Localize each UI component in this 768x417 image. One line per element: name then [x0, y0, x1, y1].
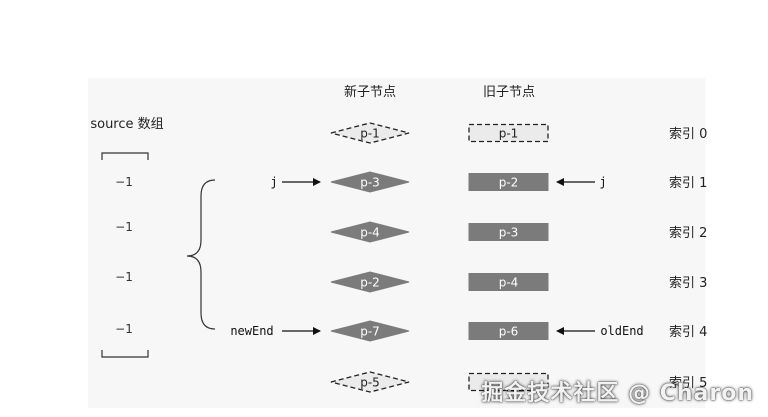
- new-node-p-5: p-5: [330, 371, 410, 393]
- source-value: −1: [115, 220, 133, 234]
- node-rect-shape: [468, 223, 549, 241]
- node-diamond-shape: [330, 221, 410, 243]
- new-nodes-column: p-1 p-3 p-4 p-2 p-7 p-5: [330, 122, 410, 393]
- old-node-p-6: p-6: [468, 322, 549, 340]
- j-left-label: j: [270, 175, 277, 189]
- watermark: 掘金技术社区 @ Charon: [481, 381, 754, 406]
- node-label: p-2: [499, 176, 519, 190]
- new-node-p-3: p-3: [330, 171, 410, 193]
- source-array-header: source 数组: [90, 117, 163, 132]
- node-rect-shape: [468, 123, 549, 143]
- old-node-p-1: p-1: [468, 123, 549, 143]
- node-diamond-shape: [330, 171, 410, 193]
- new-node-p-1: p-1: [330, 122, 410, 144]
- source-value: −1: [115, 175, 133, 189]
- old-end-label: oldEnd: [600, 324, 643, 338]
- source-value: −1: [115, 322, 133, 336]
- node-rect-shape: [468, 322, 549, 340]
- node-rect-shape: [468, 372, 549, 392]
- node-diamond-shape: [330, 320, 410, 342]
- source-value: −1: [115, 270, 133, 284]
- node-label: p-4: [499, 276, 519, 290]
- source-values: −1 −1 −1 −1: [115, 175, 133, 336]
- node-label: p-6: [499, 325, 519, 339]
- index-label: 索引 4: [669, 325, 707, 340]
- old-nodes-column: p-1 p-2 p-3 p-4 p-6: [468, 123, 549, 392]
- old-node-p-2: p-2: [468, 173, 549, 191]
- node-label: p-7: [360, 325, 380, 339]
- old-node-p-3: p-3: [468, 223, 549, 241]
- node-label: p-5: [360, 376, 380, 390]
- index-label: 索引 2: [669, 226, 707, 241]
- new-node-p-7: p-7: [330, 320, 410, 342]
- index-labels-column: 索引 0 索引 1 索引 2 索引 3 索引 4 索引 5: [669, 127, 707, 391]
- node-label: p-3: [360, 176, 380, 190]
- index-label: 索引 0: [669, 127, 707, 142]
- range-brace: [186, 179, 216, 330]
- node-rect-shape: [468, 273, 549, 291]
- j-right-label: j: [599, 175, 606, 189]
- node-label: p-1: [499, 127, 519, 141]
- new-node-p-2: p-2: [330, 271, 410, 293]
- node-label: p-2: [360, 276, 380, 290]
- index-label: 索引 1: [669, 176, 707, 191]
- new-children-header: 新子节点: [344, 84, 396, 100]
- node-diamond-shape: [330, 122, 410, 144]
- index-label: 索引 5: [669, 376, 707, 391]
- old-node-p-4: p-4: [468, 273, 549, 291]
- source-bracket-bottom: [101, 350, 149, 358]
- node-rect-shape: [468, 173, 549, 191]
- node-label: p-1: [360, 127, 380, 141]
- new-end-label: newEnd: [230, 324, 273, 338]
- diagram-panel: [88, 78, 705, 408]
- new-node-p-4: p-4: [330, 221, 410, 243]
- node-label: p-4: [360, 226, 380, 240]
- node-diamond-shape: [330, 271, 410, 293]
- index-label: 索引 3: [669, 276, 707, 291]
- source-bracket-top: [101, 152, 149, 160]
- old-children-header: 旧子节点: [483, 85, 535, 100]
- node-diamond-shape: [330, 371, 410, 393]
- node-label: p-3: [499, 226, 519, 240]
- old-node-empty: [468, 372, 549, 392]
